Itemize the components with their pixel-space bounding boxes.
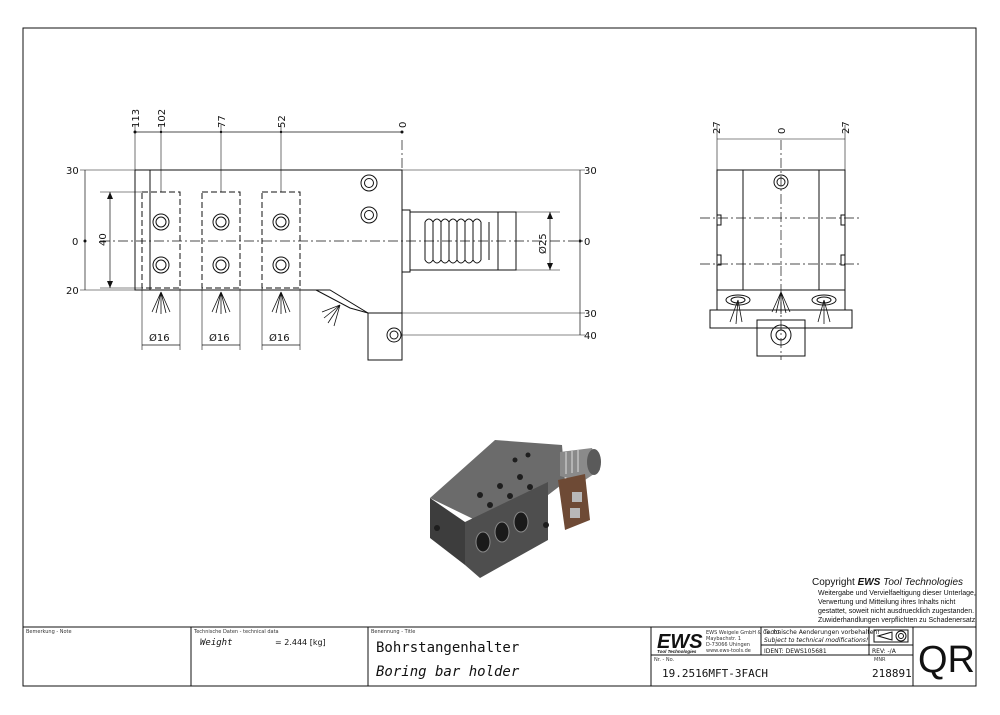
weight-label: Weight xyxy=(200,638,233,648)
remark-label: Bemerkung - Note xyxy=(26,629,72,635)
title-label: Benennung - Title xyxy=(371,629,415,635)
projection-symbol-box xyxy=(873,629,909,643)
iso-left-face xyxy=(430,498,465,565)
isometric-3d-view xyxy=(430,440,601,578)
copyright-line-1: Weitergabe und Vervielfaeltigung dieser … xyxy=(818,590,976,597)
side-slots xyxy=(717,214,845,266)
dim-left-40: 40 xyxy=(98,233,109,246)
top-screw-2 xyxy=(360,206,378,224)
coolant-fans xyxy=(151,291,341,327)
dim-top-52: 52 xyxy=(277,115,288,128)
projection-circle-outer xyxy=(895,630,907,642)
side-nozzle-left xyxy=(725,294,751,306)
projection-circle-inner xyxy=(898,633,904,639)
side-center-lines xyxy=(700,140,862,360)
ews-logo-sub: Tool Technologies xyxy=(657,649,697,654)
dim-top-0: 0 xyxy=(398,122,409,128)
side-view xyxy=(700,125,862,360)
iso-front-bores xyxy=(475,511,529,553)
dim-left-30: 30 xyxy=(66,166,79,177)
dim-right-30-top: 30 xyxy=(584,166,597,177)
company-line-3: D-73066 Uhingen xyxy=(706,642,750,648)
bore-block-1 xyxy=(141,191,181,289)
iso-shank-end xyxy=(587,449,601,475)
iso-front-screw xyxy=(543,522,549,528)
side-dim-0: 0 xyxy=(777,128,788,134)
bore-blocks xyxy=(141,191,301,289)
change-note-de: Technische Aenderungen vorbehalten! xyxy=(763,629,880,636)
iso-top-holes xyxy=(477,452,533,508)
dim-right-30-bottom: 30 xyxy=(584,309,597,320)
dim-bore-2: Ø16 xyxy=(209,332,230,344)
company-line-4: www.ews-tools.de xyxy=(706,648,751,654)
copyright-line-2: Verwertung und Mitteilung ihres Inhalts … xyxy=(818,599,955,606)
title-block-text: Bemerkung - Note Technische Daten - tech… xyxy=(26,629,975,681)
top-screw-1-inner xyxy=(364,178,374,188)
side-extension-lines xyxy=(716,125,846,170)
bore-block-2 xyxy=(201,191,241,289)
extension-lines xyxy=(80,125,585,350)
iso-clamp-screw xyxy=(572,492,582,502)
mnr-label: MNR xyxy=(874,657,886,663)
weight-value: = 2.444 [kg] xyxy=(275,638,326,647)
projection-cone xyxy=(876,631,893,641)
copyright-line-4: Zuwiderhandlungen verpflichten zu Schade… xyxy=(818,617,977,624)
title-german: Bohrstangenhalter xyxy=(376,640,519,656)
holder-body-outline xyxy=(134,169,403,314)
sheet-border xyxy=(22,27,977,687)
dim-top-102: 102 xyxy=(157,109,168,128)
chamfer-outline xyxy=(315,289,369,314)
copyright-title: Copyright EWS Tool Technologies xyxy=(812,577,963,588)
nr-label: Nr. - No. xyxy=(654,657,675,663)
front-view xyxy=(80,125,585,361)
front-view-dim-text: 113 102 77 52 0 30 0 20 40 30 0 30 40 Ø2… xyxy=(66,109,597,344)
ews-logo: EWS xyxy=(657,631,703,653)
top-screw-1 xyxy=(360,174,378,192)
revision: REV: -/A xyxy=(872,648,897,655)
dim-bore-1: Ø16 xyxy=(149,332,170,344)
side-dim-27-left: 27 xyxy=(712,121,723,134)
change-note-en: Subject to technical modifications! xyxy=(764,637,868,644)
company-line-2: Maybachstr. 1 xyxy=(706,636,741,642)
copyright-line-3: gestattet, soweit nicht ausdruecklich zu… xyxy=(818,608,974,615)
dim-left-20: 20 xyxy=(66,286,79,297)
title-block xyxy=(23,626,976,686)
tech-data-label: Technische Daten - technical data xyxy=(193,629,279,635)
dim-top-113: 113 xyxy=(131,109,142,128)
clamp-screw-inner xyxy=(389,330,399,340)
bore-holes xyxy=(152,213,290,274)
iso-side-hole xyxy=(434,525,440,531)
part-number: 19.2516MFT-3FACH xyxy=(662,667,768,680)
dimension-lines xyxy=(84,131,581,346)
copyright-block: Copyright EWS Tool Technologies Weiterga… xyxy=(812,577,977,624)
side-view-dim-text: 27 0 27 xyxy=(712,121,852,134)
qr-label: QR xyxy=(918,639,975,681)
ident-number: IDENT: DEWS105681 xyxy=(764,648,827,655)
dim-left-0: 0 xyxy=(72,237,78,248)
clamp-screw-outer xyxy=(386,327,402,343)
company-line-1: EWS Weigele GmbH & Co. KG xyxy=(706,630,780,636)
clamp-block xyxy=(367,312,403,361)
dim-top-77: 77 xyxy=(217,115,228,128)
bore-block-3 xyxy=(261,191,301,289)
dim-right-40: 40 xyxy=(584,331,597,342)
dim-right-0: 0 xyxy=(584,237,590,248)
dimension-arrows xyxy=(83,130,582,288)
iso-shank-grooves xyxy=(565,450,579,474)
iso-clamp-screw-2 xyxy=(570,508,580,518)
side-dim-27-right: 27 xyxy=(841,121,852,134)
mnr-number: 218891 xyxy=(872,667,912,680)
dim-bore-3: Ø16 xyxy=(269,332,290,344)
title-english: Boring bar holder xyxy=(376,664,520,680)
center-lines xyxy=(100,140,585,242)
dim-diameter-shank: Ø25 xyxy=(537,233,549,254)
top-screw-2-inner xyxy=(364,210,374,220)
